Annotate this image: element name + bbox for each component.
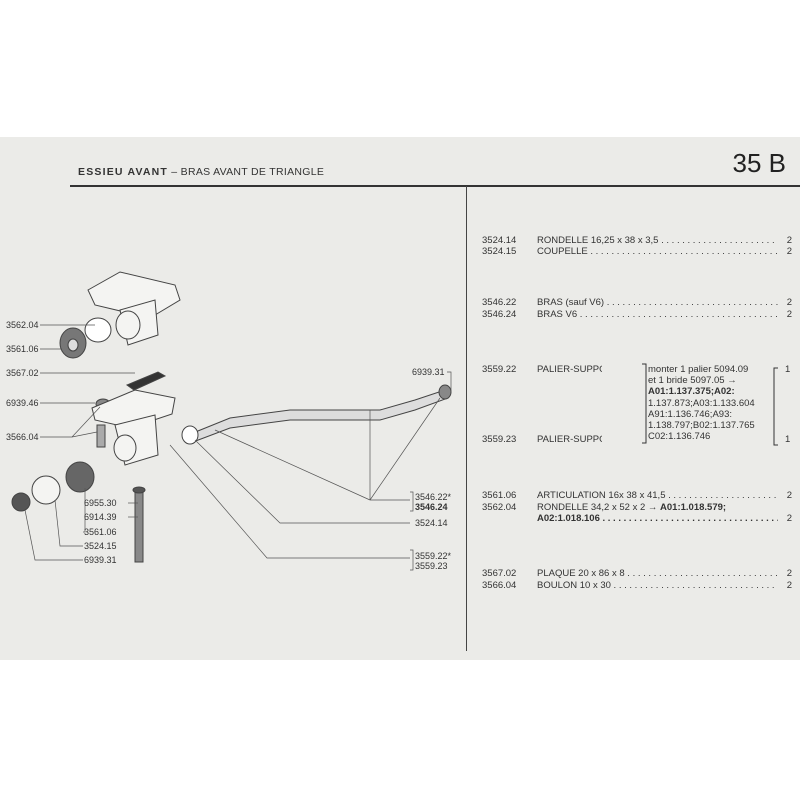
palier-note: monter 1 palier 5094.09 et 1 bride 5097.…	[648, 364, 755, 442]
part-desc: PLAQUE 20 x 86 x 8	[537, 568, 778, 580]
arm-part	[187, 389, 449, 443]
bracket-left	[642, 363, 647, 444]
part-ref: 3567.02	[482, 568, 517, 579]
part-desc: PALIER-SUPPORT	[537, 434, 602, 445]
part-row: 3567.02 PLAQUE 20 x 86 x 82	[482, 568, 792, 580]
part-row: A02:1.018.1062	[482, 513, 792, 525]
part-ref: 3559.23	[482, 434, 517, 445]
part-qty: 1	[785, 364, 791, 375]
callout-label: 3562.04	[6, 320, 39, 330]
exploded-drawing	[11, 271, 452, 563]
callout-label: 3567.02	[6, 368, 39, 378]
callout-label: 6939.46	[6, 398, 39, 408]
leader-lines	[24, 324, 452, 571]
column-divider	[466, 186, 467, 651]
part-row: 3546.24 BRAS V62	[482, 309, 792, 321]
callout-label: 3524.15	[84, 541, 117, 551]
callout-label: 3524.14	[415, 518, 448, 528]
part-qty: 2	[778, 568, 792, 580]
part-row: 3561.06 ARTICULATION 16x 38 x 41,52	[482, 490, 792, 502]
note-line: C02:1.136.746	[648, 431, 711, 443]
part-ref: 3562.04	[482, 502, 517, 513]
note-line: A01:1.137.375;A02:	[648, 386, 735, 398]
part-desc: PALIER-SUPPORT	[537, 364, 602, 375]
header-rule	[70, 185, 800, 187]
part-qty: 2	[778, 490, 792, 502]
part-desc: BOULON 10 x 30	[537, 580, 778, 592]
page-header: ESSIEU AVANT – BRAS AVANT DE TRIANGLE	[78, 166, 324, 178]
part-desc: A02:1.018.106	[537, 513, 778, 525]
part-row: 3559.22 PALIER-SUPPORT	[482, 364, 602, 376]
part-ref: 3546.22	[482, 297, 517, 308]
callout-label: 3566.04	[6, 432, 39, 442]
note-line: A91:1.136.746;A93:	[648, 408, 732, 420]
separator: –	[171, 166, 178, 178]
callout-label: 6939.31	[84, 555, 117, 565]
callout-label: 3561.06	[6, 344, 39, 354]
bracket-part	[87, 271, 181, 319]
note-line: monter 1 palier 5094.09	[648, 364, 749, 375]
part-qty: 1	[785, 434, 791, 445]
part-ref: 3524.14	[482, 235, 517, 246]
note-line: 1.138.797;B02:1.137.765	[648, 420, 755, 432]
part-qty: 2	[778, 513, 792, 525]
subsection-title: BRAS AVANT DE TRIANGLE	[180, 166, 325, 178]
callout-label: 6914.39	[84, 512, 117, 522]
part-ref: 3559.22	[482, 364, 517, 375]
part-qty: 2	[778, 235, 792, 247]
part-row: 3559.23 PALIER-SUPPORT	[482, 434, 602, 446]
part-row: 3562.04 RONDELLE 34,2 x 52 x 2 → A01:1.01…	[482, 502, 792, 514]
part-qty: 2	[778, 309, 792, 321]
callout-label: 3559.23	[415, 561, 448, 571]
part-row: 3524.15 COUPELLE2	[482, 246, 792, 258]
bracket-right	[773, 367, 778, 446]
note-line: et 1 bride 5097.05 →	[648, 375, 737, 387]
part-qty: 2	[778, 246, 792, 258]
callout-label: 6955.30	[84, 498, 117, 508]
page-number: 35 B	[732, 148, 787, 178]
part-desc: ARTICULATION 16x 38 x 41,5	[537, 490, 778, 502]
part-desc: BRAS V6	[537, 309, 778, 321]
part-row: 3524.14 RONDELLE 16,25 x 38 x 3,52	[482, 235, 792, 247]
callout-label: 6939.31	[412, 367, 445, 377]
part-ref: 3524.15	[482, 246, 517, 257]
part-row: 3566.04 BOULON 10 x 302	[482, 580, 792, 592]
note-line: 1.137.873;A03:1.133.604	[648, 397, 755, 409]
part-desc: BRAS (sauf V6)	[537, 297, 778, 309]
callout-label: 3559.22*	[415, 551, 452, 561]
section-title: ESSIEU AVANT	[78, 166, 169, 178]
callout-label: 3561.06	[84, 527, 117, 537]
callout-label: 3546.24	[415, 502, 448, 512]
part-desc: RONDELLE 16,25 x 38 x 3,5	[537, 235, 778, 247]
part-ref: 3566.04	[482, 580, 517, 591]
part-qty: 2	[778, 297, 792, 309]
part-desc: COUPELLE	[537, 246, 778, 258]
desc-variant: A01:1.018.579;	[660, 502, 727, 513]
part-qty: 2	[778, 580, 792, 592]
part-ref: 3546.24	[482, 309, 517, 320]
part-row: 3546.22 BRAS (sauf V6)2	[482, 297, 792, 309]
part-desc: RONDELLE 34,2 x 52 x 2 → A01:1.018.579;	[537, 502, 727, 513]
callout-label: 3546.22*	[415, 492, 452, 502]
desc-text: RONDELLE 34,2 x 52 x 2	[537, 502, 646, 513]
part-ref: 3561.06	[482, 490, 517, 501]
